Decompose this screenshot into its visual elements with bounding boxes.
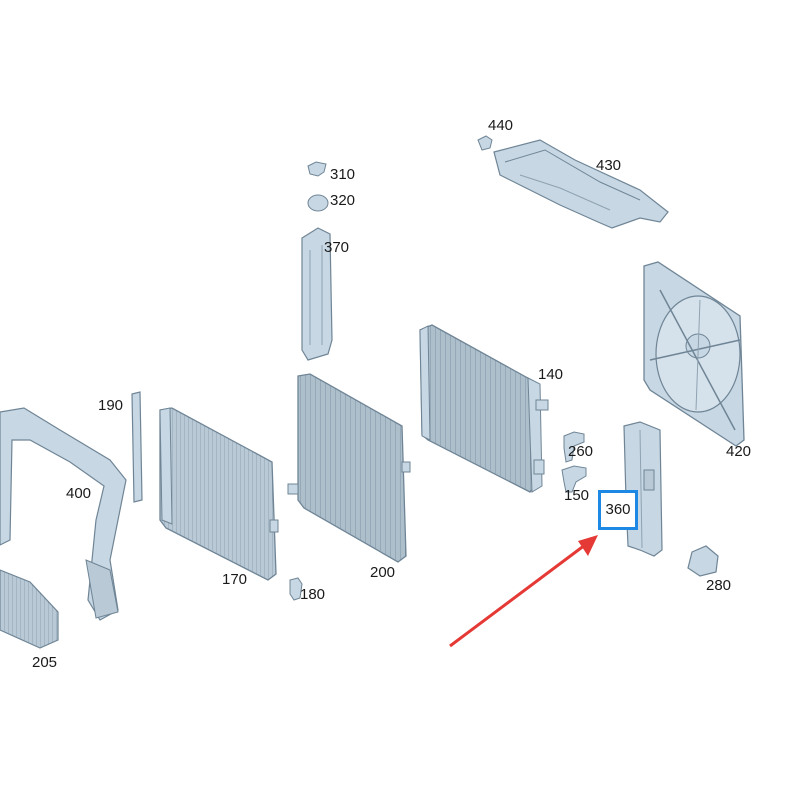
part-150: [561, 465, 587, 493]
part-400: [0, 407, 127, 621]
pointer-arrow-icon: [449, 535, 598, 648]
part-280: [687, 545, 719, 577]
part-260: [563, 431, 585, 463]
label-440: 440: [488, 117, 514, 134]
part-310: [307, 161, 327, 177]
label-320: 320: [330, 192, 356, 209]
label-280: 280: [706, 577, 732, 594]
label-310: 310: [330, 166, 356, 183]
part-170: [159, 407, 279, 581]
label-400: 400: [66, 485, 92, 502]
label-180: 180: [300, 586, 326, 603]
label-205: 205: [32, 654, 58, 671]
part-370: [301, 227, 333, 361]
label-430: 430: [596, 157, 622, 174]
label-260: 260: [568, 443, 594, 460]
label-190: 190: [98, 397, 124, 414]
label-420: 420: [726, 443, 752, 460]
label-140: 140: [538, 366, 564, 383]
part-420: [643, 261, 745, 447]
label-360: 360: [605, 501, 631, 518]
part-205: [0, 569, 59, 649]
label-150: 150: [564, 487, 590, 504]
part-180: [289, 577, 303, 601]
part-320: [307, 194, 329, 212]
part-200: [287, 373, 411, 563]
highlight-box: 360: [598, 490, 638, 530]
part-190: [131, 391, 143, 503]
label-370: 370: [324, 239, 350, 256]
label-170: 170: [222, 571, 248, 588]
part-140: [419, 324, 549, 493]
label-200: 200: [370, 564, 396, 581]
part-360: [623, 421, 663, 557]
part-430: [493, 139, 669, 229]
part-440: [477, 135, 493, 151]
